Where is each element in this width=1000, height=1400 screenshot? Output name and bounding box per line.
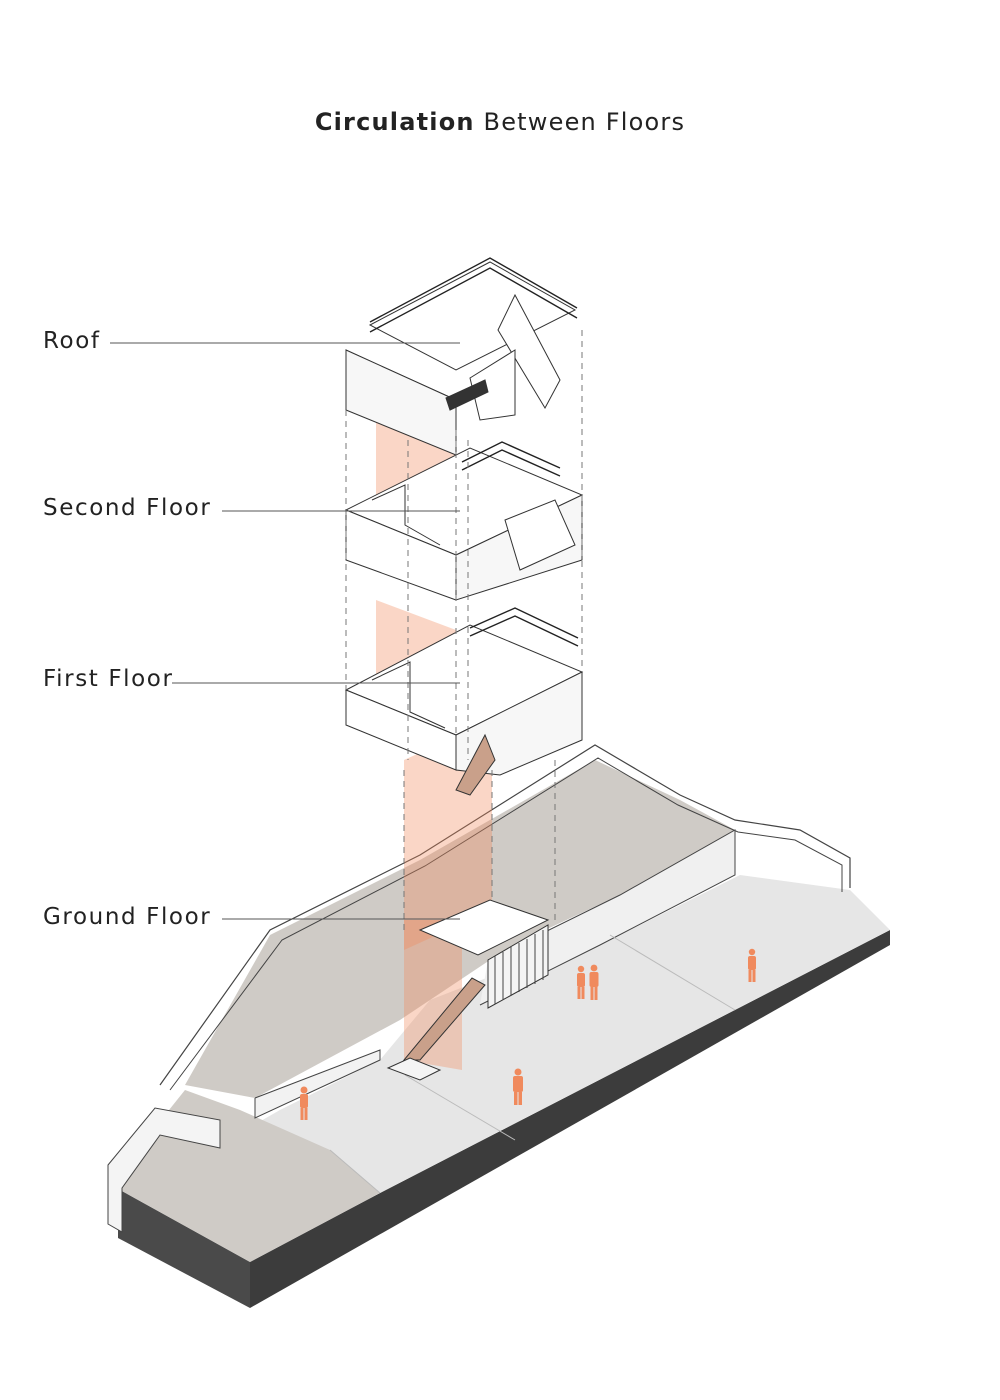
entry-gate-bars bbox=[494, 930, 544, 1004]
alignment-dashes bbox=[345, 330, 583, 930]
label-ground-floor: Ground Floor bbox=[43, 904, 212, 930]
ground-back-wall-inner bbox=[169, 757, 843, 1091]
label-roof: Roof bbox=[43, 328, 101, 354]
roof-skylight-prism bbox=[497, 293, 561, 410]
roof-dormer bbox=[469, 349, 516, 421]
leader-lines bbox=[110, 342, 460, 920]
label-first-floor: First Floor bbox=[43, 666, 174, 692]
first-floor-stair bbox=[455, 733, 496, 796]
person-figure bbox=[589, 964, 599, 1000]
first-floor-block bbox=[344, 607, 584, 796]
people bbox=[300, 948, 756, 1120]
person-figure bbox=[577, 965, 585, 999]
entry-landing bbox=[386, 1057, 442, 1081]
ground-base-side bbox=[118, 1188, 250, 1308]
person-figure bbox=[300, 1086, 308, 1120]
second-floor-block bbox=[344, 441, 584, 601]
circulation-ground bbox=[404, 920, 462, 1070]
title-emphasis: Circulation bbox=[314, 108, 475, 136]
site-ground-block bbox=[107, 744, 890, 1308]
roof-railing bbox=[369, 257, 578, 333]
first-floor-walls bbox=[371, 661, 446, 729]
label-second-floor: Second Floor bbox=[43, 495, 212, 521]
person-figure bbox=[748, 948, 756, 982]
second-floor-walls bbox=[371, 484, 441, 546]
ground-left-wall bbox=[107, 1107, 221, 1233]
ground-entry bbox=[386, 899, 550, 1081]
paving-line-1 bbox=[329, 1149, 381, 1194]
second-floor-railing bbox=[461, 441, 561, 477]
title-rest: Between Floors bbox=[474, 108, 686, 136]
person-figure bbox=[513, 1068, 523, 1105]
second-floor-stair-box bbox=[504, 499, 576, 571]
diagram-title: Circulation Between Floors bbox=[0, 108, 1000, 136]
first-floor-railing bbox=[469, 607, 579, 647]
paving-line-3 bbox=[609, 934, 736, 1011]
ground-base-front bbox=[250, 930, 890, 1308]
ground-back-wall bbox=[159, 744, 851, 1086]
entry-court bbox=[418, 899, 550, 956]
paving-line-2 bbox=[404, 1074, 516, 1141]
ground-front-wall bbox=[254, 1049, 381, 1119]
roof-hatch bbox=[445, 379, 489, 411]
